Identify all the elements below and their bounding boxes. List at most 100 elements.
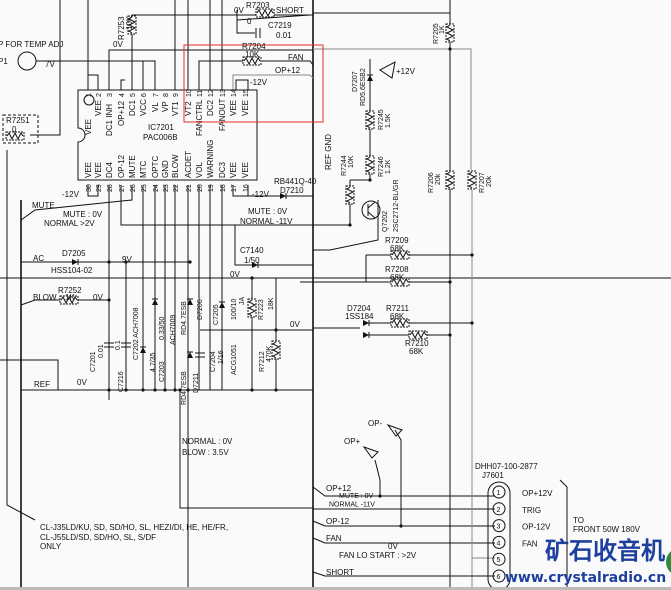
label-r7203-val: 0 <box>247 17 252 26</box>
ic-part: PAC006B <box>143 133 178 142</box>
watermark-badge-icon <box>666 551 671 573</box>
label-r7252: R7252 <box>58 286 82 295</box>
resistor-r7207-icon <box>467 170 477 190</box>
ic-pin-label: VT2 <box>184 101 193 116</box>
diode-d7210-icon <box>280 193 287 199</box>
junction-dot <box>274 388 278 392</box>
watermark-url: www.crystalradio.cn <box>505 570 666 586</box>
capacitor-c7216-icon <box>121 342 131 348</box>
label-r7244: R7244 <box>341 155 348 176</box>
ic-pin-label: VEE <box>84 119 93 135</box>
diode-d7204b-icon <box>363 332 370 338</box>
diode-triangle <box>252 262 258 268</box>
junction-dot <box>399 524 403 528</box>
label-blow: BLOW <box>33 293 57 302</box>
label-c7140-val: 1/50 <box>244 256 260 265</box>
diode-d7207-icon <box>367 74 373 81</box>
resistor-r7212-icon <box>271 340 281 360</box>
ic-pin-label: VEE <box>229 162 238 178</box>
label-r7253: R7253 <box>117 16 126 40</box>
label-plus12v: +12V <box>396 67 416 76</box>
label-mute-0v: MUTE : 0V <box>63 210 103 219</box>
diode-d7206-icon <box>187 298 193 305</box>
ic-pin-number: 13 <box>220 89 227 97</box>
label-r7208: R7208 <box>385 265 409 274</box>
connector-pin-number: 6 <box>497 574 501 581</box>
label-minus12v: -12V <box>252 190 270 199</box>
junction-dot <box>250 388 254 392</box>
label-minus12v: -12V <box>250 78 268 87</box>
label-r7223-val: 18K <box>268 297 275 310</box>
junction-dot <box>348 223 352 227</box>
label-r7251-val: 0 <box>12 125 17 134</box>
connector-pin-number: 2 <box>497 507 501 514</box>
diode-triangle <box>367 75 373 81</box>
ic-pin-number: 29 <box>96 184 103 192</box>
label-short: SHORT <box>276 6 304 15</box>
label-r7211-val: 68K <box>390 312 405 321</box>
capacitor-c7201-icon <box>104 342 114 348</box>
connector-pin-label: TRIG <box>522 506 541 515</box>
label-ac: AC <box>33 254 44 263</box>
label-mute-0v: MUTE : 0V <box>248 207 288 216</box>
ic-pin-number: 9 <box>173 93 180 97</box>
label-tp1: P1 <box>0 57 8 66</box>
junction-dot <box>470 253 474 257</box>
ic-pin-label: FANCTRL <box>195 99 204 136</box>
ic-pin-number: 2 <box>96 93 103 97</box>
label-hss104: HSS104-02 <box>51 266 93 275</box>
transistor-collector <box>367 201 376 209</box>
label-r7205-val: 1K <box>439 25 446 34</box>
connector-pin <box>492 569 506 583</box>
ic-pin-label: DC2 <box>206 99 215 116</box>
label-r7245: R7245 <box>378 109 385 130</box>
junction-dot <box>124 260 128 264</box>
junction-dot <box>188 260 192 264</box>
ic-pin-label: VP <box>161 101 170 112</box>
label-r7209-val: 68K <box>390 244 405 253</box>
label-r7208-val: 68K <box>390 273 405 282</box>
label-r7206-val: 20k <box>435 173 442 185</box>
resistor-r7204-icon <box>242 56 262 66</box>
label-r7212-val: 470K <box>266 345 273 362</box>
label-r7205: R7205 <box>433 23 440 44</box>
label-r7207-val: 20k <box>486 175 493 187</box>
resistor-zigzag <box>365 111 375 129</box>
label-d7206: D7206 <box>197 299 204 320</box>
r7251-dashed-outline <box>2 114 39 144</box>
label-blow-35v: BLOW : 3.5V <box>182 448 229 457</box>
junction-dot <box>470 321 474 325</box>
label-9v: 9V <box>122 255 132 264</box>
capacitor-c7202-icon <box>140 346 146 353</box>
model-note-line2: CL-J55LD/SD, SD/HO, SL, S/DF <box>40 533 156 542</box>
ic-pin-number: 1 <box>86 93 93 97</box>
ic-pin-label: FANOUT <box>218 98 227 131</box>
ic-pin-label: DC3 <box>218 161 227 178</box>
ic-pin-number: 4 <box>119 93 126 97</box>
label-r7253-val: 10K <box>125 15 134 30</box>
ic-pin-number: 6 <box>141 93 148 97</box>
label-ja: JA <box>239 297 246 306</box>
label-r7223: R7223 <box>258 299 265 320</box>
junction-dot <box>186 388 190 392</box>
resistor-zigzag <box>445 171 455 189</box>
test-point-tp1[interactable] <box>17 51 37 71</box>
label-r7246-val: 1.2K <box>385 159 392 174</box>
resistor-zigzag <box>409 330 427 340</box>
ic-pin-label: VEE <box>241 162 250 178</box>
label-d7207: D7207 <box>352 71 359 92</box>
label-1ss184: 1SS184 <box>345 312 374 321</box>
diode-triangle <box>187 299 193 305</box>
op-arrows <box>362 61 403 459</box>
ic-pin-number: 22 <box>173 184 180 192</box>
capacitor-c7204-icon <box>195 352 205 358</box>
label-ref: REF <box>34 380 50 389</box>
label-d7210: D7210 <box>280 186 304 195</box>
resistor-zigzag <box>391 318 409 328</box>
label-rd56esb2: RD5.6ESB2 <box>360 68 367 106</box>
ic-pin-number: 26 <box>130 184 137 192</box>
junction-dot <box>107 260 111 264</box>
label-mute: MUTE <box>32 201 55 210</box>
wire-label-mute: MUTE : 0V <box>339 493 374 500</box>
